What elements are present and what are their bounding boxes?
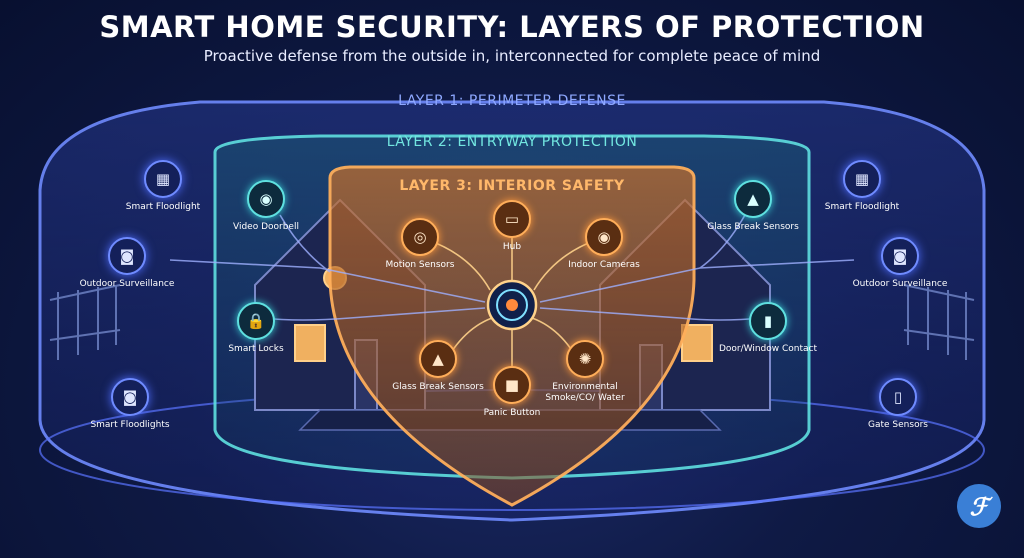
device-left-floodlights: ◙ Smart Floodlights <box>80 378 180 431</box>
tablet-icon: ▭ <box>493 200 531 238</box>
device-label: Hub <box>502 242 522 252</box>
device-right-glass-break: ▲ Glass Break Sensors <box>703 180 803 233</box>
panic-button-icon: ■ <box>493 366 531 404</box>
layer-3-label: LAYER 3: INTERIOR SAFETY <box>399 178 625 194</box>
device-label: Indoor Cameras <box>568 260 640 270</box>
contact-sensor-icon: ▮ <box>749 302 787 340</box>
floodlight-icon: ▦ <box>144 160 182 198</box>
device-hub: ▭ Hub <box>462 200 562 253</box>
device-label: Video Doorbell <box>233 222 299 232</box>
device-label: Glass Break Sensors <box>707 222 799 232</box>
right-fence <box>903 284 975 360</box>
device-label: Smart Locks <box>228 344 284 354</box>
device-panic-button: ■ Panic Button <box>462 366 562 419</box>
device-door-window-contact: ▮ Door/Window Contact <box>718 302 818 355</box>
device-motion-sensors: ◎ Motion Sensors <box>370 218 470 271</box>
device-label: Environmental Smoke/CO/ Water <box>545 382 625 403</box>
camera-icon: ◙ <box>881 237 919 275</box>
alarm-icon: ▲ <box>734 180 772 218</box>
device-label: Smart Floodlights <box>90 420 170 430</box>
device-label: Outdoor Surveillance <box>79 279 175 289</box>
device-label: Motion Sensors <box>385 260 455 270</box>
device-right-floodlight: ▦ Smart Floodlight <box>812 160 912 213</box>
device-right-surveillance: ◙ Outdoor Surveillance <box>850 237 950 290</box>
gate-sensor-icon: ▯ <box>879 378 917 416</box>
device-left-surveillance: ◙ Outdoor Surveillance <box>77 237 177 290</box>
lock-icon: 🔒 <box>237 302 275 340</box>
device-video-doorbell: ◉ Video Doorbell <box>216 180 316 233</box>
brand-logo: ℱ <box>957 484 1001 528</box>
device-label: Glass Break Sensors <box>392 382 484 392</box>
device-label: Panic Button <box>483 408 541 418</box>
layer-2-label: LAYER 2: ENTRYWAY PROTECTION <box>386 134 638 150</box>
device-inner-glass-break: ▲ Glass Break Sensors <box>388 340 488 393</box>
device-environmental: ✺ Environmental Smoke/CO/ Water <box>535 340 635 404</box>
page-subtitle: Proactive defense from the outside in, i… <box>203 47 821 65</box>
floodlight-icon: ▦ <box>843 160 881 198</box>
device-label: Door/Window Contact <box>718 344 818 354</box>
alarm-icon: ▲ <box>419 340 457 378</box>
device-label: Gate Sensors <box>868 420 928 430</box>
webcam-icon: ◉ <box>585 218 623 256</box>
layer-1-label: LAYER 1: PERIMETER DEFENSE <box>398 93 626 109</box>
device-left-floodlight: ▦ Smart Floodlight <box>113 160 213 213</box>
left-fence <box>49 284 121 360</box>
camera-icon: ◙ <box>108 237 146 275</box>
device-gate-sensors: ▯ Gate Sensors <box>848 378 948 431</box>
doorbell-icon: ◉ <box>247 180 285 218</box>
smoke-icon: ✺ <box>566 340 604 378</box>
device-label: Outdoor Surveillance <box>852 279 948 289</box>
motion-sensor-icon: ◎ <box>401 218 439 256</box>
device-smart-locks: 🔒 Smart Locks <box>206 302 306 355</box>
device-label: Smart Floodlight <box>125 202 201 212</box>
device-indoor-cameras: ◉ Indoor Cameras <box>554 218 654 271</box>
central-hub-icon <box>486 279 538 331</box>
device-label: Smart Floodlight <box>824 202 900 212</box>
page-title: SMART HOME SECURITY: LAYERS OF PROTECTIO… <box>99 10 925 44</box>
camera-icon: ◙ <box>111 378 149 416</box>
